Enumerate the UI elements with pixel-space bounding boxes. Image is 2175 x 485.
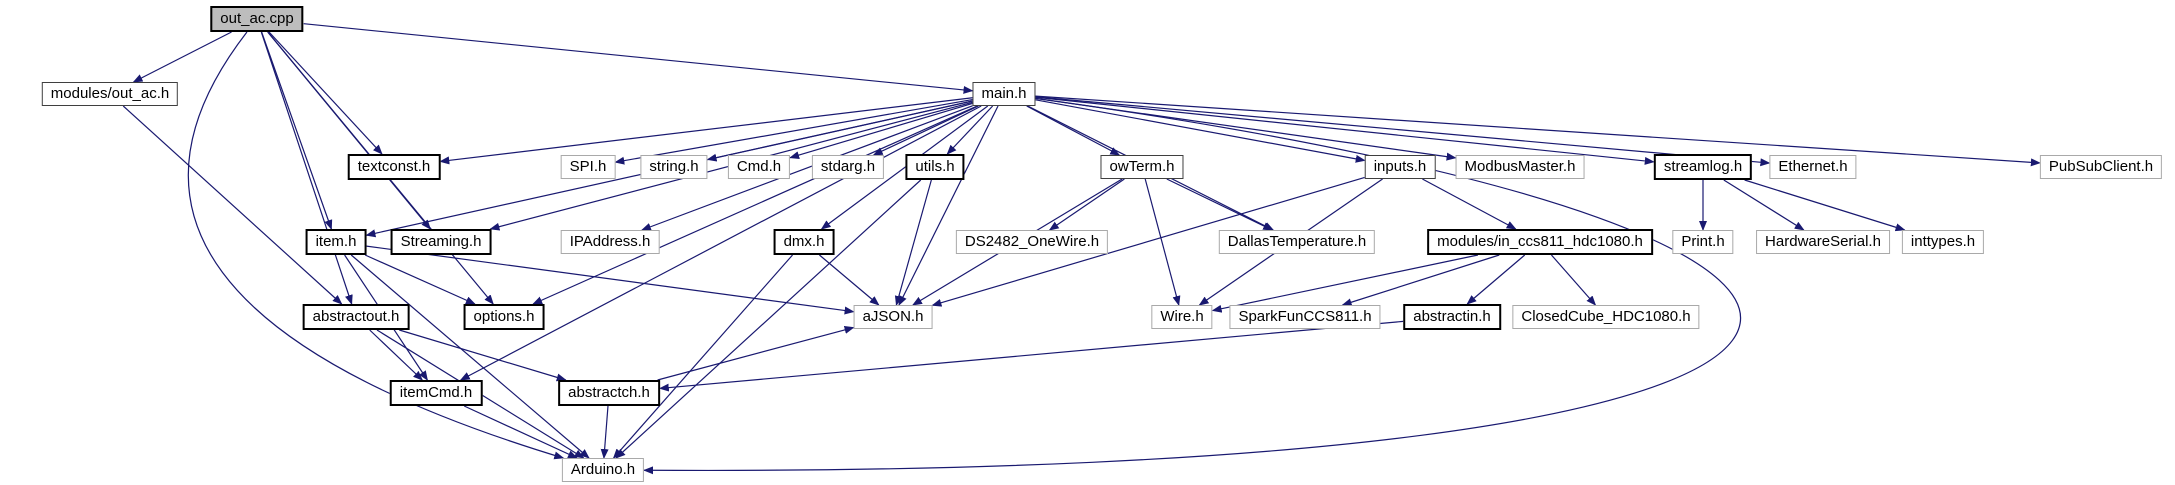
edge-main_h-to-inputs_h (1035, 99, 1366, 163)
edge-out_ac_cpp-to-arduino_h (187, 31, 565, 460)
graph-node-out-ac-cpp[interactable]: out_ac.cpp (210, 6, 304, 32)
edge-out_ac_cpp-to-item_h (261, 31, 333, 230)
edge-absin_h-to-absch_h (658, 320, 1404, 392)
edge-ccs811_h-to-sparkfun_h (1341, 254, 1500, 307)
edge-main_h-to-textconst_h (439, 97, 973, 165)
edge-inputs_h-to-ccs811_h (1422, 178, 1517, 230)
edge-out_ac_cpp-to-main_h (303, 23, 974, 94)
edge-main_h-to-pubsub_h (1035, 95, 2041, 167)
graph-node-inputs-h[interactable]: inputs.h (1364, 155, 1436, 179)
graph-node-stdarg-h: stdarg.h (811, 155, 885, 179)
edge-main_h-to-dmx_h (820, 105, 989, 230)
edge-main_h-to-ajson_h (898, 105, 999, 306)
graph-node-ipaddress-h: IPAddress.h (560, 230, 660, 254)
graph-node-sparkfunccs811-h: SparkFunCCS811.h (1229, 305, 1381, 329)
edge-dmx_h-to-ajson_h (819, 254, 880, 306)
graph-node-ds2482-onewire-h: DS2482_OneWire.h (955, 230, 1109, 254)
graph-node-abstractout-h[interactable]: abstractout.h (302, 304, 410, 330)
edge-out_ac_cpp-to-textconst_h (268, 31, 383, 155)
edge-utils_h-to-ajson_h (894, 179, 932, 306)
edge-item_h-to-arduino_h (350, 254, 590, 459)
edge-inputs_h-to-ajson_h (931, 176, 1365, 307)
edge-ccs811_h-to-absin_h (1466, 254, 1526, 305)
graph-node-utils-h[interactable]: utils.h (905, 154, 965, 180)
graph-node-abstractch-h[interactable]: abstractch.h (558, 380, 660, 406)
edge-out_ac_cpp-to-mod_out_ac_h (132, 31, 232, 83)
edge-itemcmd_h-to-arduino_h (463, 405, 578, 459)
graph-node-modules-out-ac-h[interactable]: modules/out_ac.h (41, 82, 179, 106)
edge-absout_h-to-itemcmd_h (369, 329, 424, 381)
edge-main_h-to-spi_h (614, 98, 973, 165)
graph-node-print-h: Print.h (1672, 230, 1734, 254)
graph-node-itemcmd-h[interactable]: itemCmd.h (389, 380, 483, 406)
graph-node-ethernet-h: Ethernet.h (1769, 155, 1857, 179)
edge-owterm_h-to-ds2482_h (1048, 178, 1125, 231)
graph-node-inttypes-h: inttypes.h (1901, 230, 1985, 254)
edge-mod_out_ac_h-to-absout_h (122, 105, 343, 305)
edge-owterm_h-to-dallas_h (1166, 178, 1274, 231)
graph-node-closedcube-hdc1080-h: ClosedCube_HDC1080.h (1512, 305, 1700, 329)
edge-streamlog_h-to-inttypes_h (1744, 179, 1906, 232)
edge-ccs811_h-to-wire_h (1211, 254, 1479, 313)
edge-main_h-to-options_h (532, 105, 978, 305)
graph-node-dallastemperature-h: DallasTemperature.h (1218, 230, 1376, 254)
edge-out_ac_cpp-to-absout_h (260, 31, 353, 305)
edge-main_h-to-ipaddress_h (641, 105, 973, 231)
graph-node-spi-h: SPI.h (560, 155, 616, 179)
edge-ccs811_h-to-closedcube_h (1550, 254, 1597, 306)
graph-node-ajson-h: aJSON.h (853, 305, 933, 329)
graph-node-cmd-h: Cmd.h (727, 155, 791, 179)
graph-node-modbusmaster-h: ModbusMaster.h (1455, 155, 1585, 179)
graph-node-string-h: string.h (640, 155, 708, 179)
edge-dmx_h-to-arduino_h (612, 254, 793, 459)
graph-node-hardwareserial-h: HardwareSerial.h (1756, 230, 1890, 254)
edge-streamlog_h-to-hwserial_h (1723, 179, 1805, 231)
edge-absch_h-to-ajson_h (657, 326, 855, 381)
graph-node-arduino-h: Arduino.h (561, 458, 645, 482)
edge-absout_h-to-absch_h (399, 329, 567, 382)
edge-owterm_h-to-wire_h (1144, 178, 1181, 306)
edge-main_h-to-streamlog_h (1035, 96, 1655, 165)
edge-item_h-to-options_h (364, 254, 476, 305)
graph-node-textconst-h[interactable]: textconst.h (347, 154, 441, 180)
edge-absch_h-to-arduino_h (600, 405, 609, 459)
edge-main_h-to-stdarg_h (872, 105, 979, 156)
edge-main_h-to-ethernet_h (1035, 96, 1771, 167)
graph-node-modules-in-ccs811-hdc1080-h[interactable]: modules/in_ccs811_hdc1080.h (1427, 229, 1653, 255)
graph-node-streamlog-h[interactable]: streamlog.h (1653, 154, 1753, 180)
edge-main_h-to-utils_h (946, 105, 994, 155)
graph-node-item-h[interactable]: item.h (305, 229, 367, 255)
graph-node-wire-h: Wire.h (1151, 305, 1213, 329)
edge-main_h-to-cmd_h (789, 102, 973, 159)
graph-node-main-h[interactable]: main.h (972, 82, 1036, 106)
graph-node-pubsubclient-h: PubSubClient.h (2039, 155, 2163, 179)
graph-node-options-h[interactable]: options.h (463, 304, 545, 330)
edge-item_h-to-ajson_h (366, 245, 855, 315)
edge-main_h-to-itemcmd_h (459, 105, 982, 381)
graph-node-owterm-h[interactable]: owTerm.h (1100, 155, 1184, 179)
edge-utils_h-to-arduino_h (615, 179, 922, 459)
edge-main_h-to-owterm_h (1026, 105, 1121, 156)
graph-node-abstractin-h[interactable]: abstractin.h (1403, 304, 1501, 330)
graph-node-dmx-h[interactable]: dmx.h (773, 229, 835, 255)
graph-node-streaming-h[interactable]: Streaming.h (390, 229, 492, 255)
